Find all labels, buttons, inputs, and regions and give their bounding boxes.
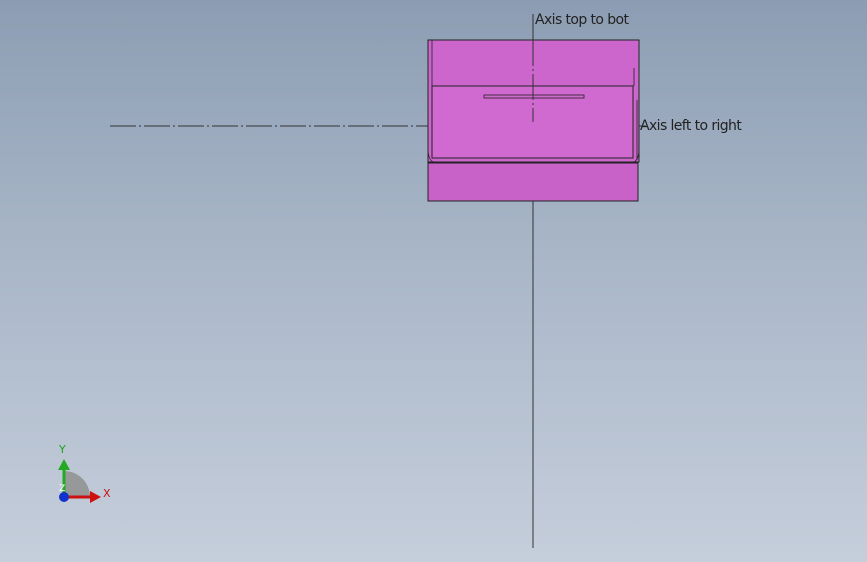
reference-triad <box>58 459 101 503</box>
triad-y-label: Y <box>59 443 66 456</box>
triad-z-axis <box>59 492 69 502</box>
axis-top-to-bot-label[interactable]: Axis top to bot <box>535 12 629 28</box>
part-slot[interactable] <box>483 94 585 99</box>
axis-left-to-right-label[interactable]: Axis left to right <box>640 118 742 134</box>
triad-y-arrow <box>58 459 70 470</box>
part-base-plate[interactable] <box>427 162 639 202</box>
part-fillet-right <box>633 151 640 163</box>
triad-z-label: Z <box>59 484 66 494</box>
triad-x-label: X <box>103 487 111 500</box>
triad-arc <box>64 471 90 497</box>
part-fillet-left <box>427 151 434 163</box>
triad-x-arrow <box>90 491 101 503</box>
